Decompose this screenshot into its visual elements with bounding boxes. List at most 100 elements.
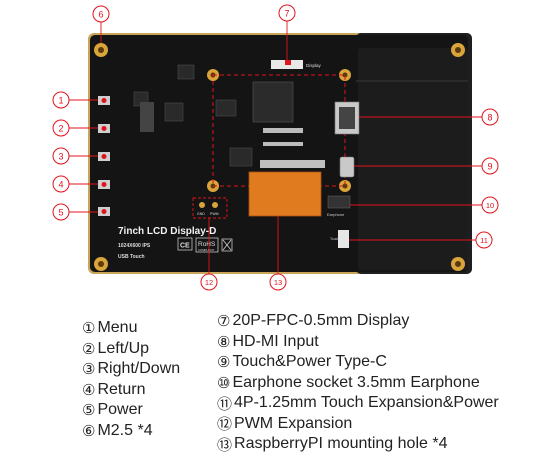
mount-hole-m25-tl	[94, 43, 108, 57]
callout-3: 3	[52, 147, 70, 165]
legend-num: ⑦	[217, 313, 231, 331]
legend-text: M2.5 *4	[97, 421, 153, 439]
legend-item: ⑬ RaspberryPI mounting hole *4	[217, 434, 499, 455]
callout-6: 6	[92, 5, 110, 23]
rpi-hole-br	[339, 180, 351, 192]
earphone-jack	[327, 195, 351, 209]
pwm-label-pwm: PWM	[210, 212, 219, 216]
legend-text: Right/Down	[97, 360, 181, 378]
panel-stripe	[356, 80, 468, 82]
svg-text:12: 12	[205, 278, 213, 287]
legend-text: RaspberryPI mounting hole *4	[234, 435, 448, 453]
legend-text: Return	[97, 380, 146, 398]
legend-num: ⑤	[82, 402, 96, 420]
svg-text:7: 7	[284, 9, 289, 19]
callout-9: 9	[481, 157, 499, 175]
fpc-socket	[260, 160, 325, 168]
svg-text:9: 9	[487, 162, 492, 172]
svg-text:10: 10	[486, 201, 494, 210]
touch-label: Touch	[330, 237, 339, 241]
legend-text: 20P-FPC-0.5mm Display	[232, 312, 410, 330]
callout-11: 11	[475, 231, 493, 249]
cert-rohs-sub: COMPLIANT	[198, 248, 215, 252]
callout-12: 12	[200, 273, 218, 291]
legend-text: Touch&Power Type-C	[232, 353, 387, 371]
display-label: Display	[306, 63, 322, 68]
cert-ce: CE	[180, 243, 190, 250]
legend-num: ⑬	[217, 436, 233, 454]
svg-text:4: 4	[58, 180, 63, 190]
main-chip	[252, 81, 294, 123]
legend-num: ①	[82, 320, 96, 338]
chip-2	[215, 99, 237, 117]
touch-connector	[338, 230, 349, 248]
chip-7	[140, 102, 154, 132]
typec-port	[339, 156, 355, 178]
legend-text: PWM Expansion	[234, 414, 353, 432]
callout-lines	[69, 21, 482, 274]
pwm-expansion: GND PWM	[192, 197, 228, 219]
legend-num: ⑫	[217, 416, 233, 434]
legend-num: ⑨	[217, 354, 231, 372]
chip-3	[164, 102, 184, 122]
product-name: 7inch LCD Display-D	[118, 226, 216, 237]
callout-1: 1	[52, 91, 70, 109]
legend-text: Power	[97, 401, 143, 419]
callout-8: 8	[481, 108, 499, 126]
legend-num: ③	[82, 361, 96, 379]
legend-text: Menu	[97, 319, 138, 337]
rpi-hole-tr	[339, 69, 351, 81]
legend-num: ④	[82, 381, 96, 399]
mount-hole-m25-br	[451, 257, 465, 271]
panel-right-area	[358, 48, 468, 270]
resolution-text: 1024X600 IPS	[118, 243, 151, 249]
svg-text:11: 11	[480, 236, 488, 245]
weee-icon	[221, 238, 233, 252]
callout-2: 2	[52, 119, 70, 137]
legend-item: ⑦ 20P-FPC-0.5mm Display	[217, 311, 499, 332]
legend-text: Earphone socket 3.5mm Earphone	[232, 373, 480, 391]
callout-10: 10	[481, 196, 499, 214]
svg-text:2: 2	[58, 124, 63, 134]
legend-num: ⑥	[82, 422, 96, 440]
legend-item: ⑩ Earphone socket 3.5mm Earphone	[217, 373, 499, 394]
mount-hole-m25-tr	[451, 43, 465, 57]
callout-4: 4	[52, 175, 70, 193]
legend-text: HD-MI Input	[232, 332, 319, 350]
buttons-column	[98, 96, 110, 216]
callout-7: 7	[278, 4, 296, 22]
mount-hole-m25-bl	[94, 257, 108, 271]
cert-rohs: RoHS	[198, 241, 216, 248]
legend-right: ⑦ 20P-FPC-0.5mm Display ⑧ HD-MI Input ⑨ …	[217, 311, 499, 455]
svg-text:5: 5	[58, 208, 63, 218]
svg-text:3: 3	[58, 152, 63, 162]
touch-text: USB Touch	[118, 254, 145, 260]
svg-text:8: 8	[487, 113, 492, 123]
legend-item: ⑧ HD-MI Input	[217, 332, 499, 353]
svg-text:13: 13	[274, 278, 282, 287]
legend-num: ⑪	[217, 395, 233, 413]
chip-4	[177, 64, 195, 80]
fpc-flex	[249, 172, 321, 216]
pads-row	[263, 128, 303, 133]
cert-logos: CE RoHS COMPLIANT	[177, 237, 233, 253]
legend-num: ②	[82, 340, 96, 358]
legend-item: ⑪ 4P-1.25mm Touch Expansion&Power	[217, 393, 499, 414]
hdmi-port	[334, 101, 360, 135]
legend-text: 4P-1.25mm Touch Expansion&Power	[234, 394, 499, 412]
legend-item: ⑫ PWM Expansion	[217, 414, 499, 435]
legend-item: ⑨ Touch&Power Type-C	[217, 352, 499, 373]
board-diagram: Display Earphone Touch	[52, 4, 499, 291]
svg-text:1: 1	[58, 96, 63, 106]
callout-13: 13	[269, 273, 287, 291]
svg-text:6: 6	[98, 10, 103, 20]
callout-5: 5	[52, 203, 70, 221]
chip-6	[229, 147, 253, 167]
